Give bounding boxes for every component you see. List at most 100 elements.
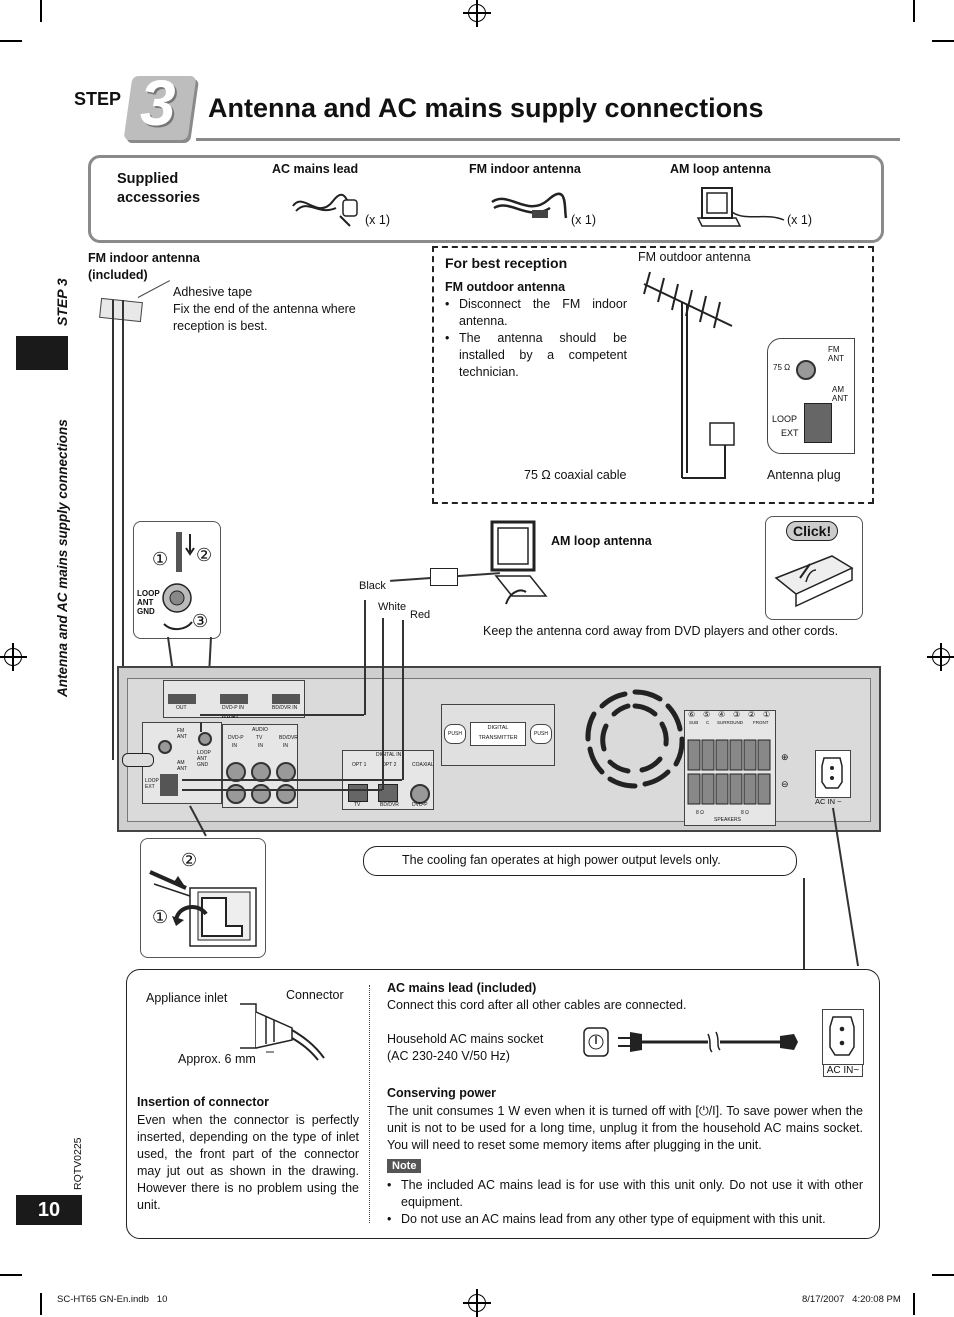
- speakers-label: SPEAKERS: [714, 817, 741, 823]
- step-marker: ②: [181, 850, 198, 870]
- ac-mains-lead-icon: [292, 193, 358, 227]
- rca-jack-icon: [226, 784, 246, 804]
- side-step-label: STEP 3: [54, 278, 70, 326]
- rca-jack-icon: [251, 762, 271, 782]
- click-badge: Click!: [786, 521, 839, 541]
- crop-mark: [40, 0, 42, 22]
- am-loop-antenna-drawing: [490, 520, 548, 605]
- best-reception-box: [432, 246, 874, 504]
- wire-red-label: Red: [410, 609, 431, 621]
- transmitter-label: DIGITAL TRANSMITTER: [470, 722, 526, 746]
- connection-wire: [200, 714, 364, 716]
- connection-wire: [200, 722, 202, 732]
- audio-col: DVD-P: [228, 735, 244, 741]
- ac-lead-wire: [803, 878, 805, 970]
- accessory-name: AM loop antenna: [670, 162, 771, 176]
- digital-col: COAXIAL: [412, 762, 434, 768]
- fm-jack-icon: [158, 740, 172, 754]
- am-loop-terminal-icon: [160, 774, 178, 796]
- doc-code: RQTV0225: [72, 1137, 84, 1190]
- connection-wire: [382, 618, 384, 790]
- digital-col: OPT 2: [382, 762, 397, 768]
- accessory-name: FM indoor antenna: [469, 162, 581, 176]
- ac-lead-box: [126, 969, 880, 1239]
- speaker-col: FRONT: [753, 720, 769, 725]
- registration-mark-icon: [927, 643, 954, 671]
- rca-jack-icon: [251, 784, 271, 804]
- step-label: STEP: [74, 89, 122, 109]
- socket-line2: (AC 230-240 V/50 Hz): [387, 1049, 510, 1063]
- crop-mark: [40, 1293, 42, 1315]
- hdmi-logo: HDMI: [222, 714, 239, 720]
- gnd-screw-icon: [198, 732, 212, 746]
- optical-port-icon: [378, 784, 398, 802]
- fan-note-box: [363, 846, 797, 876]
- crop-mark: [0, 1274, 22, 1276]
- am-loop-label: AM loop antenna: [551, 534, 652, 548]
- speaker-num: ①: [763, 710, 771, 719]
- panel-fm-label: FM ANT: [828, 345, 844, 363]
- column-divider: [369, 985, 371, 1223]
- digital-col: OPT 1: [352, 762, 367, 768]
- device-am-ant: AM ANT: [177, 760, 187, 772]
- fm-indoor-antenna-icon: [491, 192, 568, 219]
- fm-antenna-wire: [122, 300, 124, 760]
- hdmi-port-icon: [220, 694, 248, 704]
- digital-header: DIGITAL IN: [376, 752, 402, 758]
- loop-terminal-drawing: [149, 870, 257, 947]
- fm-indoor-subtitle: (included): [88, 268, 148, 282]
- plus-icon: ⊕: [781, 752, 789, 762]
- footer-date: 8/17/2007 4:20:08 PM: [802, 1294, 901, 1305]
- connector-drawing: [240, 1003, 325, 1061]
- ac-lead-title: AC mains lead (included): [387, 981, 537, 995]
- fm-antenna-wire: [112, 300, 114, 760]
- antenna-plug-label: Antenna plug: [767, 468, 841, 482]
- panel-75-label: 75 Ω: [773, 363, 791, 372]
- push-button: PUSH: [444, 724, 466, 744]
- optical-port-icon: [348, 784, 368, 802]
- connection-wire: [364, 600, 366, 715]
- coaxial-jack-icon: [410, 784, 430, 804]
- terminal-knob-drawing: [162, 532, 195, 630]
- click-stand-drawing: [774, 555, 854, 608]
- ac-in-socket-label: AC IN~: [823, 1064, 863, 1077]
- note-badge: Note: [387, 1159, 422, 1173]
- power-title: Conserving power: [387, 1086, 497, 1100]
- step-marker: ②: [196, 545, 213, 565]
- speaker-terminals: [687, 739, 771, 805]
- fm-indoor-title: FM indoor antenna: [88, 251, 200, 265]
- antenna-cord-note: Keep the antenna cord away from DVD play…: [483, 624, 839, 638]
- bullet-text: •Disconnect the FM indoor antenna.: [445, 297, 627, 328]
- fm-jack-icon: [796, 360, 816, 380]
- hdmi-port-icon: [168, 694, 196, 704]
- pointer-line: [137, 280, 171, 298]
- accessory-name: AC mains lead: [272, 162, 359, 176]
- am-terminal-icon: [804, 403, 832, 443]
- page-title: Antenna and AC mains supply connections: [208, 93, 764, 123]
- speaker-col: C: [706, 720, 710, 725]
- accessory-qty: (x 1): [787, 213, 812, 227]
- speaker-num: ③: [733, 710, 741, 719]
- accessories-heading: Supplied accessories: [117, 171, 201, 206]
- audio-col: BD/DVR: [279, 735, 298, 741]
- ac-lead-plug-drawing: [583, 1027, 798, 1057]
- wire-black-label: Black: [359, 580, 386, 592]
- accessory-qty: (x 1): [571, 213, 596, 227]
- device-loop-ant-gnd: LOOP ANT GND: [197, 750, 211, 768]
- ac-in-label: AC IN ~: [815, 797, 842, 806]
- approx-label: Approx. 6 mm: [178, 1052, 256, 1066]
- digital-sub: DVD-P: [412, 802, 428, 808]
- speaker-col: SUB: [689, 720, 699, 725]
- insertion-text: Even when the connector is perfectly ins…: [137, 1113, 359, 1212]
- crop-mark: [932, 40, 954, 42]
- minus-icon: ⊖: [781, 779, 789, 789]
- cooling-fan-icon: [585, 689, 685, 789]
- hdmi-port-icon: [272, 694, 300, 704]
- hdmi-label: BD/DVR IN: [272, 705, 298, 711]
- step-number: 3: [140, 67, 176, 139]
- device-loop-ext: LOOP EXT: [145, 778, 159, 790]
- fan-note: The cooling fan operates at high power o…: [402, 853, 721, 867]
- hdmi-label: DVD-P IN: [222, 705, 244, 711]
- panel-ext-label: EXT: [781, 428, 799, 438]
- device-fm-ant: FM ANT: [177, 728, 187, 740]
